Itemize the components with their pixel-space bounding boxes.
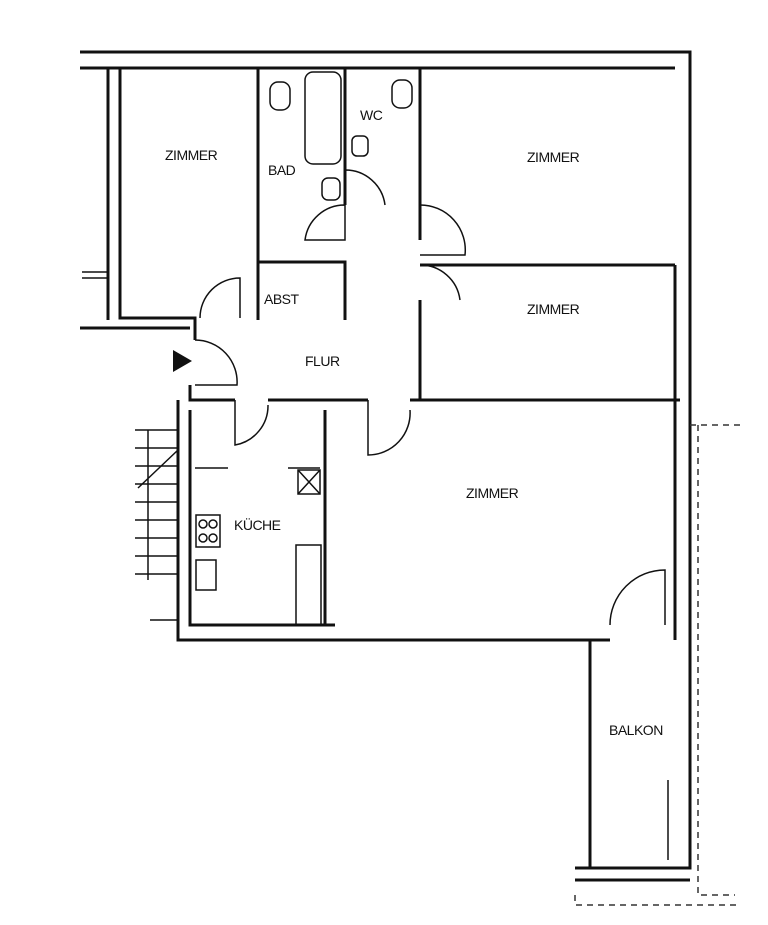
- room-label-zimmer: ZIMMER: [466, 485, 519, 501]
- stove-icon: [195, 514, 221, 548]
- entrance-arrow-icon: [173, 350, 192, 372]
- room-label-flur: FLUR: [305, 353, 340, 369]
- room-label-bad: BAD: [268, 162, 296, 178]
- bathtub: [304, 71, 342, 165]
- toilet-icon: [351, 135, 369, 157]
- fixtures: [195, 71, 413, 626]
- room-label-zimmer: ZIMMER: [527, 301, 580, 317]
- shaft-icon: [297, 469, 321, 495]
- room-label-abst: ABST: [264, 291, 300, 307]
- room-label-wc: WC: [360, 107, 383, 123]
- sink-icon: [391, 79, 413, 109]
- room-label-zimmer: ZIMMER: [165, 147, 218, 163]
- toilet-icon: [321, 177, 341, 201]
- sink-icon: [195, 559, 217, 591]
- doors: [194, 169, 666, 626]
- balcony-outline: [574, 424, 740, 906]
- staircase: [135, 429, 179, 621]
- room-label-zimmer: ZIMMER: [527, 149, 580, 165]
- room-label-balkon: BALKON: [609, 722, 663, 738]
- sink-icon: [269, 81, 291, 111]
- room-label-kueche: KÜCHE: [234, 516, 281, 533]
